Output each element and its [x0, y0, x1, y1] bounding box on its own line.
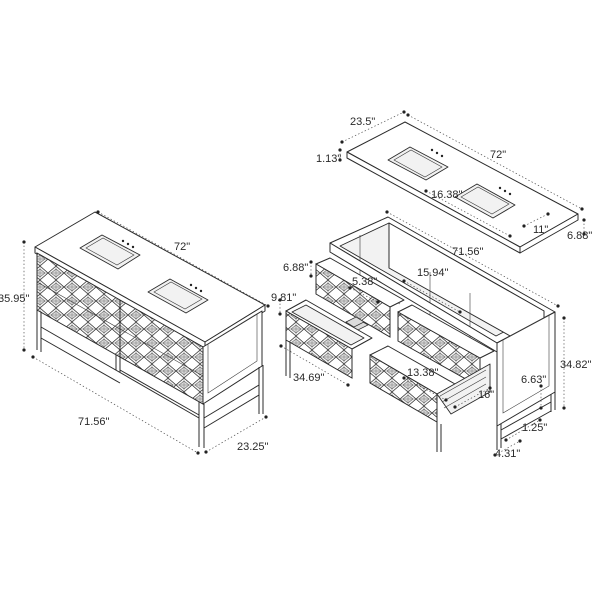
label-side-height: 9.81" [271, 292, 296, 304]
assembled-dimensions [22, 210, 270, 455]
top-drawer-right-box [397, 304, 495, 359]
label-divider-width: 5.38" [352, 276, 377, 288]
label-countertop-width: 72" [490, 149, 506, 161]
label-leg-width: 4.31" [495, 448, 520, 460]
label-leg-height: 6.63" [521, 374, 546, 386]
cabinet-exploded: 71.56" 34.82" 6.88" 5.38" 15.94" 9.81" 3… [271, 210, 592, 460]
countertop-sink-left [387, 146, 449, 181]
countertop-dimensions [338, 110, 586, 238]
label-drawer-width: 13.38" [407, 367, 439, 379]
cabinet-legs-side [496, 392, 556, 450]
assembled-vanity: 72" 35.95" 71.56" 23.25" [0, 210, 270, 455]
label-countertop-sink-depth: 11" [533, 224, 548, 236]
label-leg-depth: 1.25" [522, 422, 547, 434]
label-drawer-depth: 16" [478, 389, 494, 401]
label-top-drawer-width: 15.94" [417, 267, 449, 279]
countertop-exploded: 23.5" 72" 1.13" 16.38" 11" 6.88" [316, 110, 592, 254]
countertop-faucet-holes [430, 148, 512, 196]
countertop-side-edge [519, 213, 579, 254]
drawer-slide-right [436, 363, 491, 415]
label-countertop-sink-height: 6.88" [567, 230, 592, 242]
cabinet-front-rail [329, 242, 498, 353]
lower-drawer-left-front [285, 310, 353, 379]
label-vanity-depth: 23.25" [237, 441, 269, 453]
top-drawer-left-front [315, 263, 391, 338]
label-countertop-thickness: 1.13" [316, 153, 341, 165]
cabinet-dimensions [278, 210, 566, 457]
leg-frame [36, 310, 264, 448]
label-top-drawer-height: 6.88" [283, 262, 308, 274]
label-countertop-depth: 23.5" [350, 116, 375, 128]
label-cabinet-height: 34.82" [560, 359, 592, 371]
faucet-holes [121, 239, 203, 293]
label-vanity-cabinet-width: 71.56" [78, 416, 110, 428]
label-vanity-top-width: 72" [174, 241, 190, 253]
label-cabinet-width: 71.56" [452, 246, 484, 258]
label-countertop-sink-offset: 16.38" [431, 189, 463, 201]
cabinet-side-rails [500, 401, 552, 440]
label-door-width: 34.69" [293, 372, 325, 384]
cabinet-legs-front [285, 340, 442, 452]
label-vanity-height: 35.95" [0, 293, 30, 305]
